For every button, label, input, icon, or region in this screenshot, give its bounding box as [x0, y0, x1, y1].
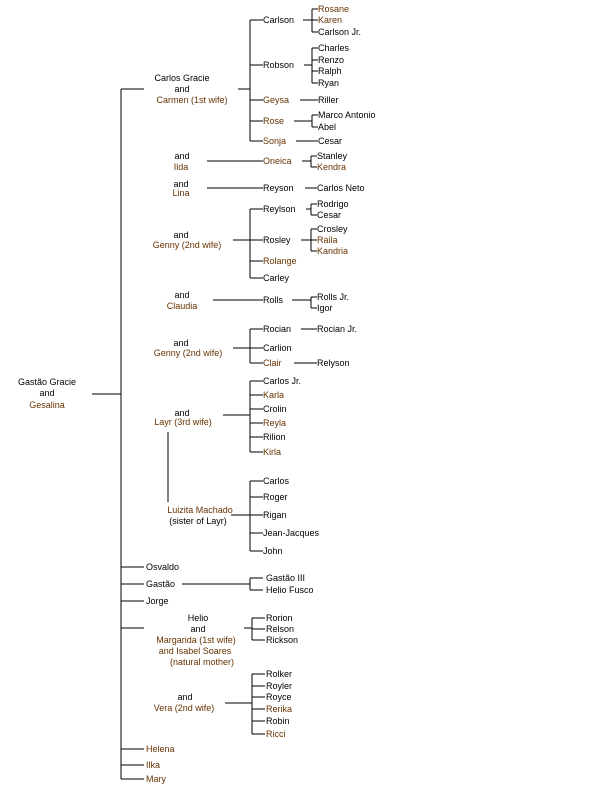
- person-label: Igor: [317, 303, 333, 313]
- person-label: Charles: [318, 43, 350, 53]
- person-label: and: [174, 408, 189, 418]
- person-label: Rosley: [263, 235, 291, 245]
- person-label: (sister of Layr): [169, 516, 227, 526]
- person-label: Carlos: [263, 476, 290, 486]
- person-label: Robson: [263, 60, 294, 70]
- person-label: Rocian: [263, 324, 291, 334]
- person-label: Osvaldo: [146, 562, 179, 572]
- person-label: Ryan: [318, 78, 339, 88]
- person-label: Rolange: [263, 256, 297, 266]
- person-label: Kandria: [317, 246, 348, 256]
- person-label: Ralph: [318, 66, 342, 76]
- person-label: Rilion: [263, 432, 286, 442]
- person-label: Karen: [318, 15, 342, 25]
- person-label: Gastão Gracie: [18, 377, 76, 387]
- person-label: Reyla: [263, 418, 286, 428]
- person-label: Carlion: [263, 343, 292, 353]
- person-label: Carlson Jr.: [318, 27, 361, 37]
- person-label: Clair: [263, 358, 282, 368]
- person-label: Mary: [146, 774, 166, 784]
- person-label: Reyson: [263, 183, 294, 193]
- person-label: Cesar: [317, 210, 341, 220]
- person-label: Cesar: [318, 136, 342, 146]
- person-label: Carley: [263, 273, 290, 283]
- person-label: and Isabel Soares: [159, 646, 232, 656]
- person-label: Sonja: [263, 136, 286, 146]
- person-label: Renzo: [318, 55, 344, 65]
- person-label: Gastão III: [266, 573, 305, 583]
- person-label: Rorion: [266, 613, 293, 623]
- person-label: Ilka: [146, 760, 160, 770]
- person-label: Carlson: [263, 15, 294, 25]
- person-label: Rerika: [266, 704, 292, 714]
- person-label: Ricci: [266, 729, 286, 739]
- person-label: Royce: [266, 692, 292, 702]
- person-label: Geysa: [263, 95, 289, 105]
- person-label: Carlos Jr.: [263, 376, 301, 386]
- person-label: Rocian Jr.: [317, 324, 357, 334]
- person-label: Genny (2nd wife): [153, 240, 222, 250]
- person-label: (natural mother): [170, 657, 234, 667]
- person-label: Rickson: [266, 635, 298, 645]
- person-label: Jorge: [146, 596, 169, 606]
- person-label: Karla: [263, 390, 284, 400]
- person-label: Roger: [263, 492, 288, 502]
- person-label: John: [263, 546, 283, 556]
- person-label: Carmen (1st wife): [156, 95, 227, 105]
- person-label: Rose: [263, 116, 284, 126]
- person-label: Ilda: [174, 162, 189, 172]
- person-label: Carlos Gracie: [154, 73, 209, 83]
- person-label: and: [174, 84, 189, 94]
- person-label: and: [174, 151, 189, 161]
- person-label: Rolker: [266, 669, 292, 679]
- person-label: and: [173, 338, 188, 348]
- person-label: Stanley: [317, 151, 348, 161]
- person-label: Helio: [188, 613, 209, 623]
- person-label: Helio Fusco: [266, 585, 314, 595]
- person-label: Riller: [318, 95, 339, 105]
- person-label: Rolls Jr.: [317, 292, 349, 302]
- person-label: Relyson: [317, 358, 350, 368]
- person-label: Carlos Neto: [317, 183, 365, 193]
- person-label: Genny (2nd wife): [154, 348, 223, 358]
- person-label: Helena: [146, 744, 175, 754]
- person-label: Gastão: [146, 579, 175, 589]
- person-label: Royler: [266, 681, 292, 691]
- person-label: Crolin: [263, 404, 287, 414]
- person-label: Reylson: [263, 204, 296, 214]
- person-label: Lina: [172, 188, 189, 198]
- person-label: Rodrigo: [317, 199, 349, 209]
- tree-connector-lines: [92, 8, 318, 780]
- person-label: and: [173, 230, 188, 240]
- person-label: Raila: [317, 235, 338, 245]
- person-label: Rolls: [263, 295, 284, 305]
- person-label: Layr (3rd wife): [154, 417, 212, 427]
- person-label: and: [177, 692, 192, 702]
- person-label: Robin: [266, 716, 290, 726]
- person-label: and: [39, 388, 54, 398]
- person-label: and: [190, 624, 205, 634]
- person-label: and: [173, 179, 188, 189]
- person-label: Kirla: [263, 447, 281, 457]
- person-label: Rigan: [263, 510, 287, 520]
- person-label: Oneica: [263, 156, 292, 166]
- person-label: Relson: [266, 624, 294, 634]
- person-label: Kendra: [317, 162, 346, 172]
- person-label: Rosane: [318, 4, 349, 14]
- person-label: Vera (2nd wife): [154, 703, 215, 713]
- person-label: Jean-Jacques: [263, 528, 320, 538]
- person-label: Claudia: [167, 301, 198, 311]
- person-label: Margarida (1st wife): [156, 635, 236, 645]
- person-label: Gesalina: [29, 400, 65, 410]
- person-label: Crosley: [317, 224, 348, 234]
- person-label: Abel: [318, 122, 336, 132]
- person-label: Luizita Machado: [167, 505, 233, 515]
- person-label: and: [174, 290, 189, 300]
- person-label: Marco Antonio: [318, 110, 376, 120]
